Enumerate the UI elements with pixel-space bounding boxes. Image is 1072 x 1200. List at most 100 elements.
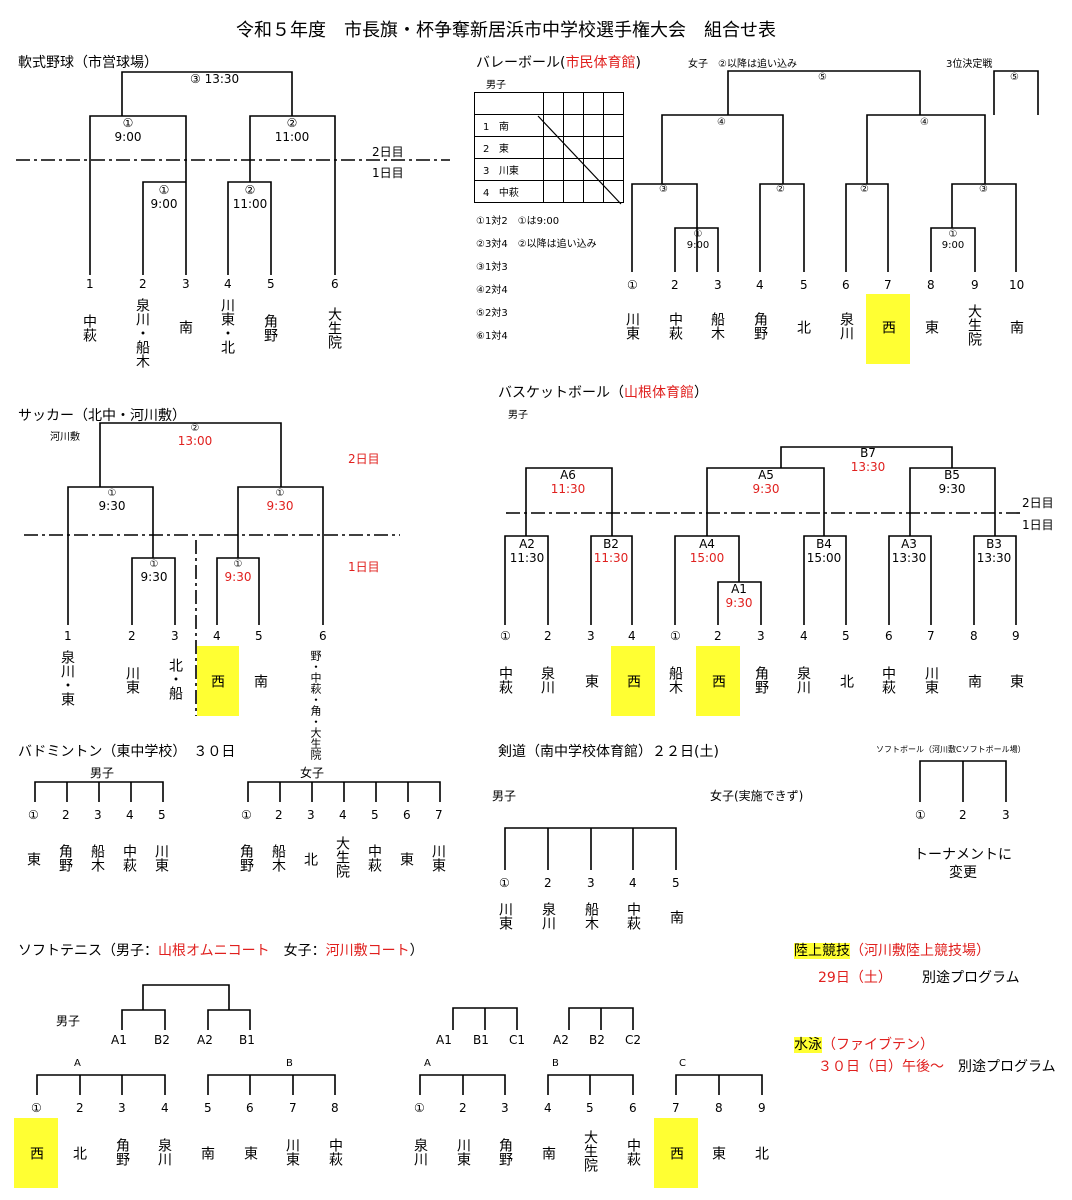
kendo-num-1: ① xyxy=(499,876,510,890)
bb-num-8: 4 xyxy=(800,629,808,643)
soccer-team-5: 南 xyxy=(252,674,268,688)
athletics-heading: 陸上競技（河川敷陸上競技場） xyxy=(794,943,990,959)
bd-gteam-4: 大生院 xyxy=(334,836,350,878)
soccer-num-6: 6 xyxy=(319,629,327,643)
bb-day2: 2日目 xyxy=(1022,496,1054,510)
bd-bnum-5: 5 xyxy=(158,808,166,822)
tennis-gnum-6: 6 xyxy=(629,1101,637,1115)
bd-bteam-1: 東 xyxy=(25,852,41,866)
vb-num-8: 8 xyxy=(927,278,935,292)
tennis-bgroup-a: A xyxy=(74,1058,81,1069)
vb-num-9: 9 xyxy=(971,278,979,292)
bb-num-13: 9 xyxy=(1012,629,1020,643)
tennis-bnum-6: 6 xyxy=(246,1101,254,1115)
vb-m5: ⑤ xyxy=(818,72,827,83)
bd-bteam-3: 船木 xyxy=(89,844,105,872)
bb-num-9: 5 xyxy=(842,629,850,643)
tennis-gteam-4: 南 xyxy=(540,1146,556,1160)
volleyball-schedule: ①1対2 ①は9:00 ②3対4 ②以降は追い込み ③1対3 ④2対4 ⑤2対3… xyxy=(476,216,597,342)
vb-team-4: 角野 xyxy=(752,312,768,340)
vb-m3a: ③ xyxy=(659,184,668,195)
vb-team-5: 北 xyxy=(795,320,811,334)
baseball-num-2: 2 xyxy=(139,277,147,291)
softball-num-1: ① xyxy=(915,808,926,822)
kendo-girls-label: 女子(実施できず) xyxy=(710,789,804,803)
tennis-bnum-1: ① xyxy=(31,1101,42,1115)
tennis-gtop-3: C1 xyxy=(509,1033,526,1047)
soccer-num-4: 4 xyxy=(213,629,221,643)
athletics-date: 29日（土） xyxy=(818,970,892,986)
bd-gteam-2: 船木 xyxy=(270,844,286,872)
bd-bnum-4: 4 xyxy=(126,808,134,822)
volleyball-heading: バレーボール(市民体育館) xyxy=(476,55,641,71)
soccer-day2: 2日目 xyxy=(348,452,380,466)
tennis-ggroup-b: B xyxy=(552,1058,559,1069)
baseball-team-3: 南 xyxy=(177,320,193,334)
soccer-highlight-nishi xyxy=(197,646,239,716)
bb-num-10: 6 xyxy=(885,629,893,643)
volleyball-third-place: 3位決定戦 xyxy=(946,59,993,70)
tennis-gnum-7: 7 xyxy=(672,1101,680,1115)
tennis-gteam-9: 北 xyxy=(753,1146,769,1160)
tennis-heading: ソフトテニス（男子：山根オムニコート 女子：河川敷コート） xyxy=(18,943,424,959)
kendo-team-5: 南 xyxy=(668,910,684,924)
vb-num-7: 7 xyxy=(884,278,892,292)
tennis-gteam-7: 西 xyxy=(668,1146,684,1160)
bb-team-13: 東 xyxy=(1008,674,1024,688)
bd-gteam-6: 東 xyxy=(398,852,414,866)
soccer-num-1: 1 xyxy=(64,629,72,643)
bb-num-12: 8 xyxy=(970,629,978,643)
tennis-bteam-8: 中萩 xyxy=(327,1138,343,1166)
bd-gnum-7: 7 xyxy=(435,808,443,822)
kendo-team-1: 川東 xyxy=(497,902,513,930)
soccer-team-1: 泉川・東 xyxy=(59,650,75,706)
tennis-gnum-1: ① xyxy=(414,1101,425,1115)
bb-team-4: 西 xyxy=(625,674,641,688)
bd-gnum-4: 4 xyxy=(339,808,347,822)
bd-gnum-5: 5 xyxy=(371,808,379,822)
bd-gnum-1: ① xyxy=(241,808,252,822)
kendo-num-3: 3 xyxy=(587,876,595,890)
tennis-gteam-1: 泉川 xyxy=(412,1138,428,1166)
baseball-team-2: 泉川・船木 xyxy=(134,298,150,368)
bd-bnum-3: 3 xyxy=(94,808,102,822)
vb-team-10: 南 xyxy=(1008,320,1024,334)
vb-team-3: 船木 xyxy=(709,312,725,340)
soccer-team-4: 西 xyxy=(209,674,225,688)
badminton-girls-label: 女子 xyxy=(300,766,325,780)
baseball-num-1: 1 xyxy=(86,277,94,291)
baseball-team-5: 角野 xyxy=(262,314,278,342)
tennis-gnum-5: 5 xyxy=(586,1101,594,1115)
tennis-ggroup-a: A xyxy=(424,1058,431,1069)
tennis-bteam-5: 南 xyxy=(199,1146,215,1160)
vb-team-9: 大生院 xyxy=(966,304,982,346)
vb-m2b: ② xyxy=(860,184,869,195)
vb-m5-third: ⑤ xyxy=(1010,72,1019,83)
vb-team-1: 川東 xyxy=(624,312,640,340)
vb-m3b: ③ xyxy=(979,184,988,195)
bb-num-4: 4 xyxy=(628,629,636,643)
volleyball-girls-label: 女子 ②以降は追い込み xyxy=(688,59,797,70)
soccer-day1: 1日目 xyxy=(348,560,380,574)
tennis-highlight-nishi-girls xyxy=(654,1118,698,1188)
tennis-gtop-2: B1 xyxy=(473,1033,489,1047)
bd-bnum-1: ① xyxy=(28,808,39,822)
tennis-bnum-3: 3 xyxy=(118,1101,126,1115)
baseball-heading: 軟式野球（市営球場） xyxy=(18,55,158,71)
vb-row-1: 1 南 xyxy=(474,114,544,137)
tennis-gtop-6: C2 xyxy=(625,1033,642,1047)
bd-bteam-4: 中萩 xyxy=(121,844,137,872)
bb-team-1: 中萩 xyxy=(497,666,513,694)
bd-gteam-5: 中萩 xyxy=(366,844,382,872)
swimming-date: ３０日（日）午後～ xyxy=(818,1059,944,1075)
bb-team-8: 泉川 xyxy=(795,666,811,694)
